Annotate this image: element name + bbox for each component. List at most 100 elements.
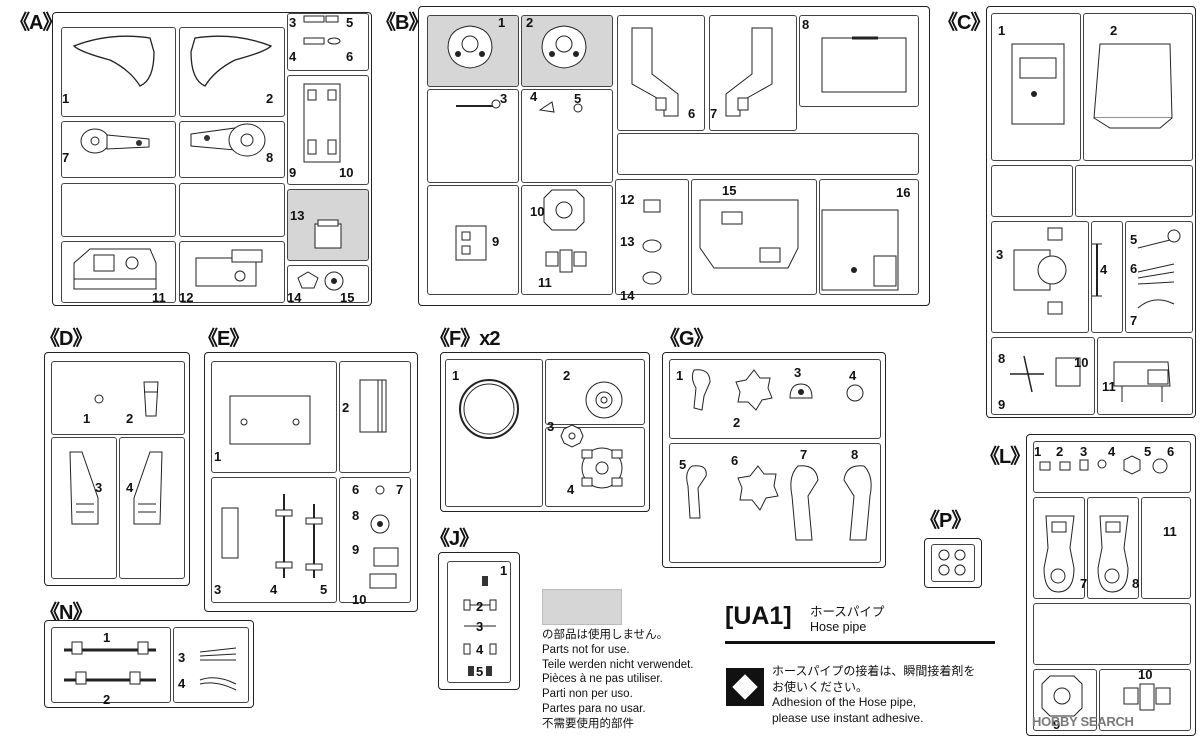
part-g4-ball-icon xyxy=(846,384,864,402)
part-g3-number: 3 xyxy=(794,365,802,380)
part-a15-number: 15 xyxy=(340,290,355,305)
part-n3-number: 3 xyxy=(178,650,186,665)
sprue-p-cell xyxy=(931,544,975,582)
part-f4-hub-icon xyxy=(581,447,623,489)
part-g2-star-icon xyxy=(735,369,773,411)
part-d1-pin-icon xyxy=(94,394,104,404)
part-b9-chassis-icon xyxy=(455,225,487,261)
part-e9-number: 9 xyxy=(352,542,360,557)
part-g6-number: 6 xyxy=(731,453,739,468)
part-a10-number: 10 xyxy=(339,165,354,180)
ua1-name-jp: ホースパイプ xyxy=(810,605,885,619)
part-c3-number: 3 xyxy=(996,247,1004,262)
part-l1-6-small-icon xyxy=(1039,455,1168,475)
part-a8-number: 8 xyxy=(266,150,274,165)
part-c8-10-arm-icon xyxy=(1010,355,1081,393)
part-e6-number: 6 xyxy=(352,482,360,497)
part-e10-number: 10 xyxy=(352,592,367,607)
part-g1-number: 1 xyxy=(676,368,684,383)
part-b5-number: 5 xyxy=(574,91,582,106)
part-c11-frame-icon xyxy=(1113,361,1171,402)
sprue-n-label: 《N》 xyxy=(40,602,92,624)
part-e1-plate-icon xyxy=(229,395,311,445)
sprue-f-label: 《F》x2 xyxy=(430,328,500,350)
part-b3-number: 3 xyxy=(500,91,508,106)
part-c10-number: 10 xyxy=(1074,355,1089,370)
part-d3-number: 3 xyxy=(95,480,103,495)
part-l6-number: 6 xyxy=(1167,444,1175,459)
part-f1-ring-icon xyxy=(459,379,519,439)
sprue-a-frame xyxy=(52,12,372,306)
part-a2-fender-icon xyxy=(190,35,273,87)
part-e7-number: 7 xyxy=(396,482,404,497)
part-e6-10-parts-icon xyxy=(369,485,399,589)
part-l1-number: 1 xyxy=(1034,444,1042,459)
sprue-b-cell-4-5 xyxy=(521,89,613,183)
sprue-p-label: 《P》 xyxy=(920,510,971,532)
part-g8-number: 8 xyxy=(851,447,859,462)
ua1-divider xyxy=(725,641,995,644)
part-f2-number: 2 xyxy=(563,368,571,383)
part-l2-number: 2 xyxy=(1056,444,1064,459)
part-a2-number: 2 xyxy=(266,91,274,106)
part-e3-number: 3 xyxy=(214,582,222,597)
part-l7-number: 7 xyxy=(1080,576,1088,591)
part-l3-number: 3 xyxy=(1080,444,1088,459)
part-b14-number: 14 xyxy=(620,288,635,303)
part-b1-number: 1 xyxy=(498,15,506,30)
part-a13-block-icon xyxy=(314,219,342,249)
part-c9-number: 9 xyxy=(998,397,1006,412)
part-c3-motor-icon xyxy=(1013,227,1067,315)
part-a1-number: 1 xyxy=(62,91,70,106)
part-c7-number: 7 xyxy=(1130,313,1138,328)
sprue-d-label: 《D》 xyxy=(40,328,92,350)
sprue-j-cell xyxy=(447,561,511,683)
part-b8-plate-icon xyxy=(821,36,907,93)
part-c2-number: 2 xyxy=(1110,23,1118,38)
part-b1-gearcase-icon xyxy=(447,25,493,69)
part-d4-number: 4 xyxy=(126,480,134,495)
part-l7-arm-icon xyxy=(1043,515,1075,593)
part-p-washers-icon xyxy=(938,549,966,576)
sprue-e-label: 《E》 xyxy=(198,328,249,350)
part-g5-arm-icon xyxy=(686,465,707,519)
part-b9-number: 9 xyxy=(492,234,500,249)
sprue-a-label: 《A》 xyxy=(10,12,62,34)
part-l10-number: 10 xyxy=(1138,667,1153,682)
part-g4-number: 4 xyxy=(849,368,857,383)
part-g3-cap-icon xyxy=(789,383,813,399)
part-a8-frame-icon xyxy=(190,123,266,157)
part-a13-number: 13 xyxy=(290,208,305,223)
caution-diamond-icon xyxy=(726,668,764,706)
part-b2-gearcase-icon xyxy=(541,25,587,69)
part-d4-leg-icon xyxy=(133,451,163,525)
part-b10-flange-icon xyxy=(543,189,585,231)
part-j1-5-pins-icon xyxy=(463,576,497,676)
sprue-b-cell-empty-1 xyxy=(617,133,919,175)
part-d2-number: 2 xyxy=(126,411,134,426)
part-b15-base-icon xyxy=(699,199,799,269)
part-a9-10-bracket-icon xyxy=(303,83,341,163)
part-b6-number: 6 xyxy=(688,106,696,121)
part-d3-leg-icon xyxy=(69,451,99,525)
part-j5-number: 5 xyxy=(476,664,484,679)
part-c6-number: 6 xyxy=(1130,261,1138,276)
part-l11-number: 11 xyxy=(1163,524,1177,539)
part-l9-number: 9 xyxy=(1053,717,1061,732)
watermark-text: HOBBY SEARCH xyxy=(1032,714,1134,729)
part-e2-block-icon xyxy=(359,379,387,433)
part-a3-4-5-6-small-icon xyxy=(303,15,341,45)
part-l9-flange-icon xyxy=(1041,675,1083,717)
part-b4-5-small-icon xyxy=(538,101,583,113)
part-b7-number: 7 xyxy=(710,106,718,121)
part-l8-arm-icon xyxy=(1097,515,1129,593)
ua1-note-line-4: please use instant adhesive. xyxy=(772,710,924,725)
part-f4-number: 4 xyxy=(567,482,575,497)
part-n3-4-hoses-icon xyxy=(199,647,237,691)
part-f2-disc-icon xyxy=(585,381,623,419)
part-a7-frame-icon xyxy=(80,128,150,154)
sprue-a-cell-7 xyxy=(61,121,176,178)
sprue-c-label: 《C》 xyxy=(938,12,990,34)
part-a6-number: 6 xyxy=(346,49,354,64)
part-j2-number: 2 xyxy=(476,599,484,614)
